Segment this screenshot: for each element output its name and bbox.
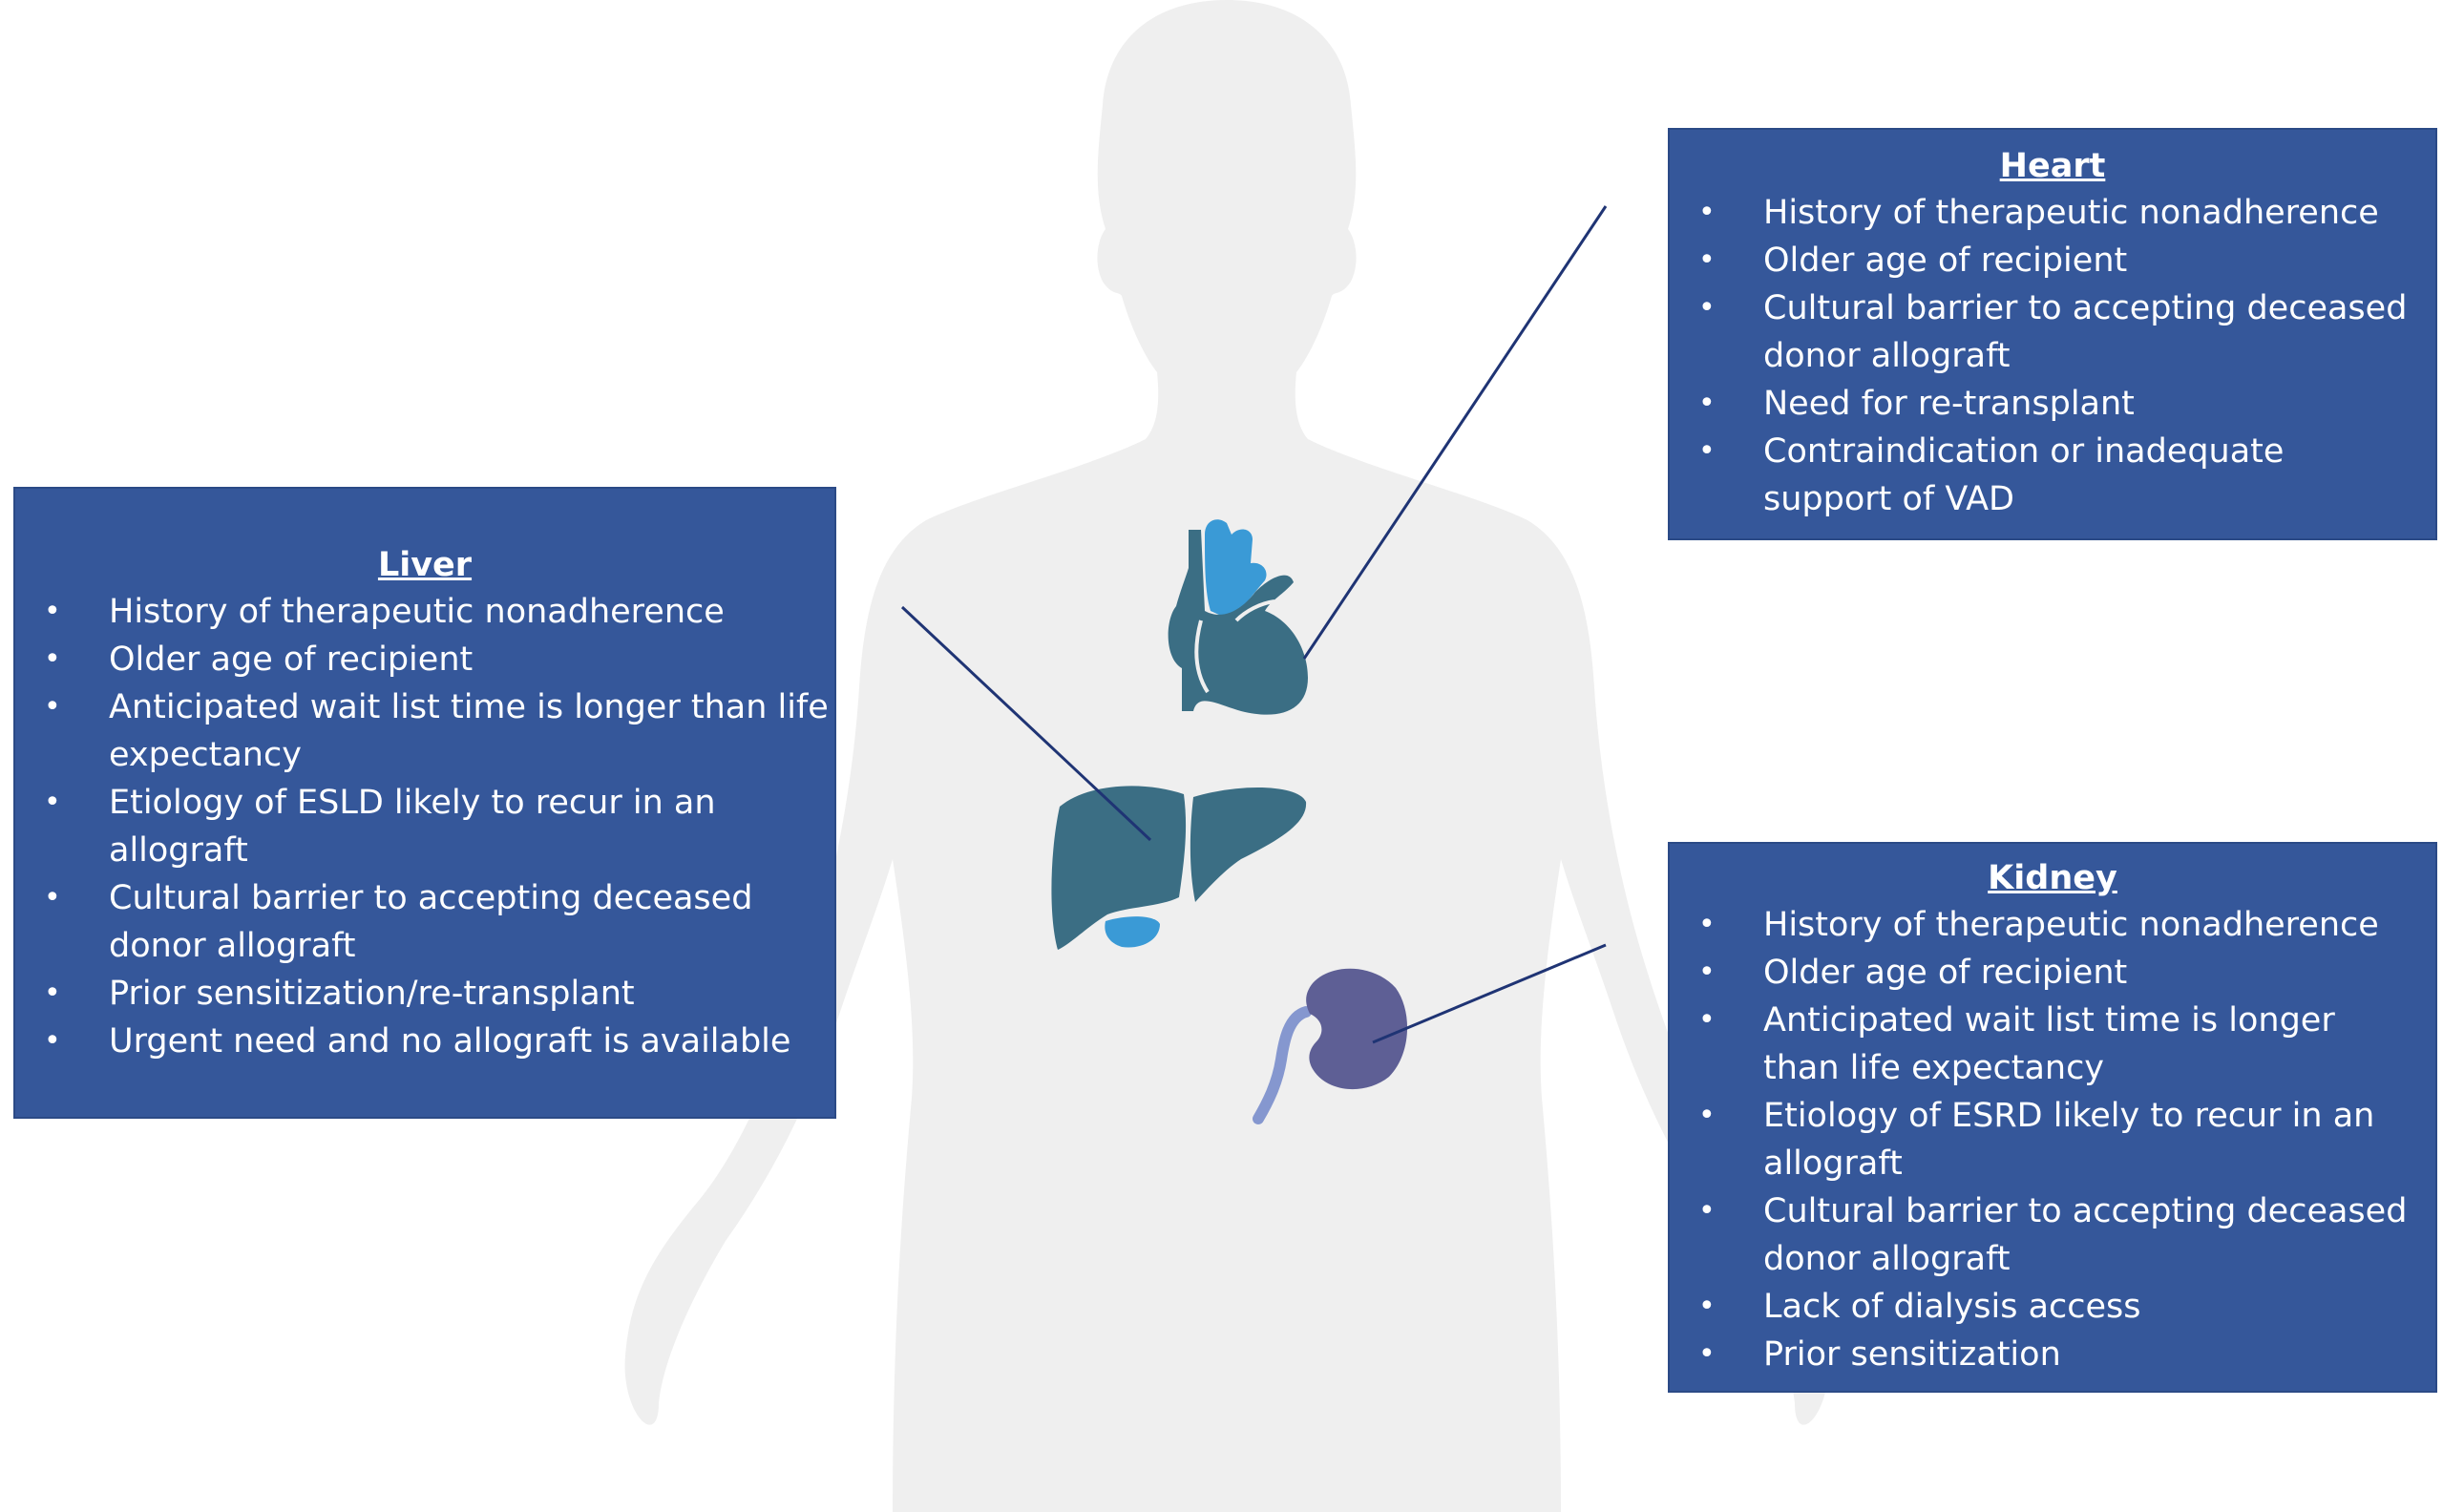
heart-title: Heart [1999,147,2106,185]
heart-aorta [1205,519,1267,620]
heart-detail [1194,599,1275,694]
kidney-title: Kidney [1988,859,2117,897]
list-item: Urgent need and no allograft is availabl… [15,1018,834,1065]
heart-icon [1168,519,1308,715]
list-item: Anticipated wait list time is longer tha… [1670,997,2435,1092]
ureter [1253,1006,1312,1124]
list-item: Contraindication or inadequate support o… [1670,428,2435,523]
heart-leader-line [1302,205,1608,660]
kidney-icon [1253,968,1408,1124]
kidney-criteria-list: History of therapeutic nonadherence Olde… [1670,901,2435,1378]
heart-body [1168,530,1308,715]
list-item: History of therapeutic nonadherence [15,588,834,636]
list-item: Prior sensitization/re-transplant [15,970,834,1018]
list-item: Lack of dialysis access [1670,1283,2435,1331]
list-item: Prior sensitization [1670,1331,2435,1378]
list-item: Etiology of ESLD likely to recur in an a… [15,779,834,874]
heart-criteria-box: Heart History of therapeutic nonadherenc… [1668,128,2437,540]
liver-title: Liver [377,546,473,584]
liver-criteria-box: Liver History of therapeutic nonadherenc… [13,487,836,1119]
gallbladder [1105,916,1160,948]
list-item: Older age of recipient [1670,949,2435,997]
list-item: History of therapeutic nonadherence [1670,901,2435,949]
list-item: Cultural barrier to accepting deceased d… [15,874,834,970]
liver-criteria-list: History of therapeutic nonadherence Olde… [15,588,834,1065]
kidney-leader-line [1372,943,1607,1044]
heart-criteria-list: History of therapeutic nonadherence Olde… [1670,189,2435,523]
body-silhouette [624,0,1829,1512]
list-item: Anticipated wait list time is longer tha… [15,683,834,779]
list-item: Need for re-transplant [1670,380,2435,428]
kidney-shape [1306,968,1408,1090]
list-item: Cultural barrier to accepting deceased d… [1670,284,2435,380]
list-item: Older age of recipient [15,636,834,683]
list-item: Older age of recipient [1670,237,2435,284]
liver-leader-line [900,605,1152,842]
list-item: Etiology of ESRD likely to recur in an a… [1670,1092,2435,1187]
kidney-criteria-box: Kidney History of therapeutic nonadheren… [1668,842,2437,1393]
liver-icon [1051,786,1307,950]
list-item: History of therapeutic nonadherence [1670,189,2435,237]
list-item: Cultural barrier to accepting deceased d… [1670,1187,2435,1283]
liver-left-lobe [1051,786,1187,950]
liver-right-lobe [1190,787,1307,902]
